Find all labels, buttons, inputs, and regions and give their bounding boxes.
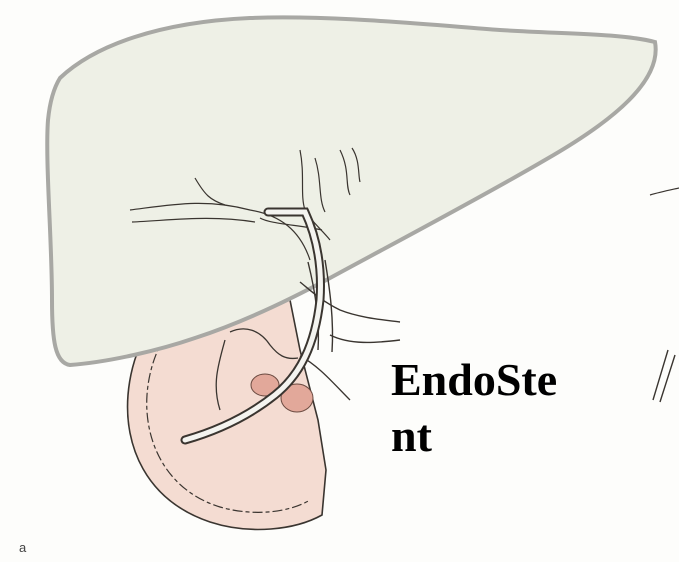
scope-fragment-upper <box>650 188 679 195</box>
liver <box>47 17 655 365</box>
figure-letter: a <box>19 540 26 555</box>
stent-label: EndoSte nt <box>391 352 591 464</box>
scope-fragment-lower <box>653 350 675 402</box>
